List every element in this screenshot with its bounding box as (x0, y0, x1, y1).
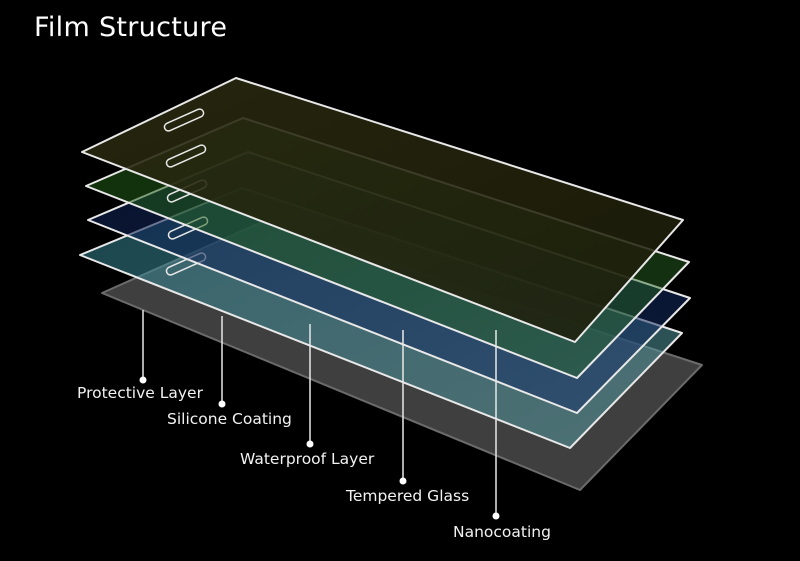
label-waterproof-layer: Waterproof Layer (240, 450, 375, 468)
leader-line-nanocoating (492, 330, 500, 520)
leader-line-tempered-glass (399, 330, 407, 485)
nanocoating-sheet (81, 77, 684, 343)
speaker-slot-icon (163, 108, 205, 132)
label-silicone-coating: Silicone Coating (167, 410, 292, 428)
leader-line-waterproof-layer (306, 324, 314, 448)
leader-line-silicone-coating (218, 316, 226, 408)
speaker-slot-icon (165, 144, 207, 168)
label-nanocoating: Nanocoating (453, 523, 551, 541)
label-protective-layer: Protective Layer (77, 384, 203, 402)
leader-line-protective-layer (139, 310, 147, 384)
page-title: Film Structure (34, 12, 228, 43)
label-tempered-glass: Tempered Glass (346, 487, 470, 505)
